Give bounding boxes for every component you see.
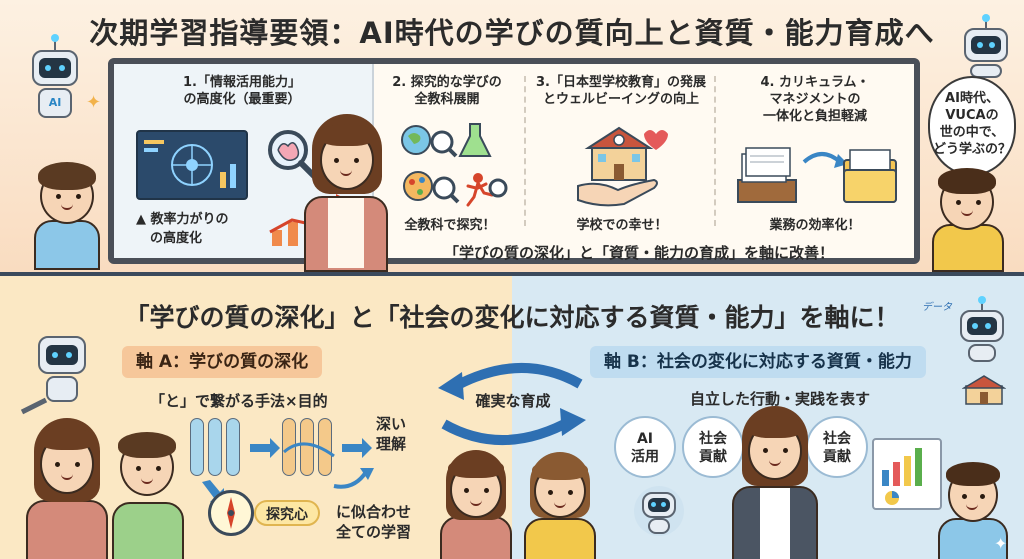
axis-a-label: 軸 A：学びの質の深化 [122,346,323,378]
fit-all-learning-2: 全ての学習 [336,523,412,541]
robot-small [634,486,684,542]
boy-right [922,160,1014,272]
col1-title-2: の高度化（最重要） [183,92,301,107]
deep-understanding-1: 深い [376,415,407,433]
col4-title-1: 4. カリキュラム・ [760,75,870,90]
main-title: 次期学習指導要領：AI時代の学びの質向上と資質・能力育成へ [89,16,935,50]
brain-magnifier-icon [264,126,324,186]
woman-center-2 [520,448,600,559]
boy-bottom-left [106,418,190,559]
fit-all-learning: に似合わせ 全ての学習 [336,502,411,542]
bubble-line-2: VUCAの [945,108,999,123]
woman-presenter [720,394,830,559]
teacher-top [296,112,396,272]
school-hand-icon [574,120,674,212]
col2-caption: 全教科で探究！ [404,218,496,233]
curiosity-pill: 探究心 [254,500,320,526]
axis-b-label: 軸 B：社会の変化に対応する資質・能力 [590,346,926,378]
compass-icon [208,490,254,536]
tag-social-1-1: 社会 [699,431,727,447]
center-label: 確実な育成 [475,392,551,410]
bubble-line-1: AI時代、 [945,91,999,106]
curve-arrow-icon [333,468,374,489]
woman-bottom-left [22,412,112,559]
telescope-icon [20,396,50,416]
robot-bottom-left [34,336,90,406]
tag-social-contribution-2: 社会 貢献 [806,416,868,478]
paperwork-folder-icon [734,140,904,212]
whiteboard: 1.「情報活用能力」 の高度化（最重要） [108,58,920,264]
col1-title-1: 1.「情報活用能力」 [183,75,301,90]
method-columns [190,418,390,488]
col2-title-2: 全教科展開 [414,92,480,107]
dashboard-icon [136,130,248,200]
bottom-title: 「学びの質の深化」と「社会の変化に対応する資質・能力」を軸に！ [124,303,900,332]
col3-caption: 学校での幸せ！ [576,218,668,233]
woman-center-1 [436,446,516,559]
data-label: データ [922,302,952,313]
col3-title-1: 3.「日本型学校教育」の発展 [536,75,706,90]
deep-understanding-2: 理解 [376,435,407,453]
robot-top-left: AI [26,34,84,130]
col4-caption: 業務の効率化！ [769,218,861,233]
col2-title-1: 2. 探究的な学びの [392,75,502,90]
bubble-line-3: 世の中で、 [939,125,1005,140]
fit-all-learning-1: に似合わせ [336,503,412,521]
sparkle-icon-2: ✦ [994,534,1008,553]
tag-ai-usage-1: AI [636,431,654,447]
tag-ai-usage: AI 活用 [614,416,676,478]
boy-bottom-right [928,448,1018,559]
top-panel: 次期学習指導要領：AI時代の学びの質向上と資質・能力育成へ AI ✦ 1.「情報… [0,0,1024,272]
col3-title-2: とウェルビーイングの向上 [542,92,699,107]
bubble-line-4: どう学ぶの？ [932,142,1011,157]
explore-icons [398,120,508,216]
robot-bottom-right [954,296,1010,364]
axis-b-subtitle: 自立した行動・実践を表す [690,390,871,408]
axis-a-subtitle: 「と」で繋がる手法×目的 [150,392,328,410]
question-bubble: AI時代、 VUCAの 世の中で、 どう学ぶの？ [928,76,1016,176]
robot-ai-label: AI [48,96,62,109]
board-summary: 「学びの質の深化」と「資質・能力の育成」を軸に改善！ [443,244,834,262]
tag-ai-usage-2: 活用 [631,449,659,465]
tag-social-2-2: 貢献 [823,449,851,465]
bottom-panel: 「学びの質の深化」と「社会の変化に対応する資質・能力」を軸に！ 軸 A：学びの質… [0,272,1024,559]
tag-social-1-2: 貢献 [699,449,727,465]
cycle-arrows-icon [438,363,586,445]
col1-caption-2: の高度化 [150,231,203,246]
deep-understanding: 深い 理解 [376,414,406,454]
sparkle-icon: ✦ [86,92,102,113]
col4-title-2: マネジメントの [769,92,861,107]
tag-social-2-1: 社会 [823,431,851,447]
school-building-icon [961,374,1007,406]
boy-left [20,150,110,270]
robot-top-right [956,14,1016,78]
chart-board-icon [872,438,942,510]
col1-caption-1: ▲ 教率力がりの [136,212,229,227]
col4-title-3: 一体化と負担軽減 [762,109,867,124]
